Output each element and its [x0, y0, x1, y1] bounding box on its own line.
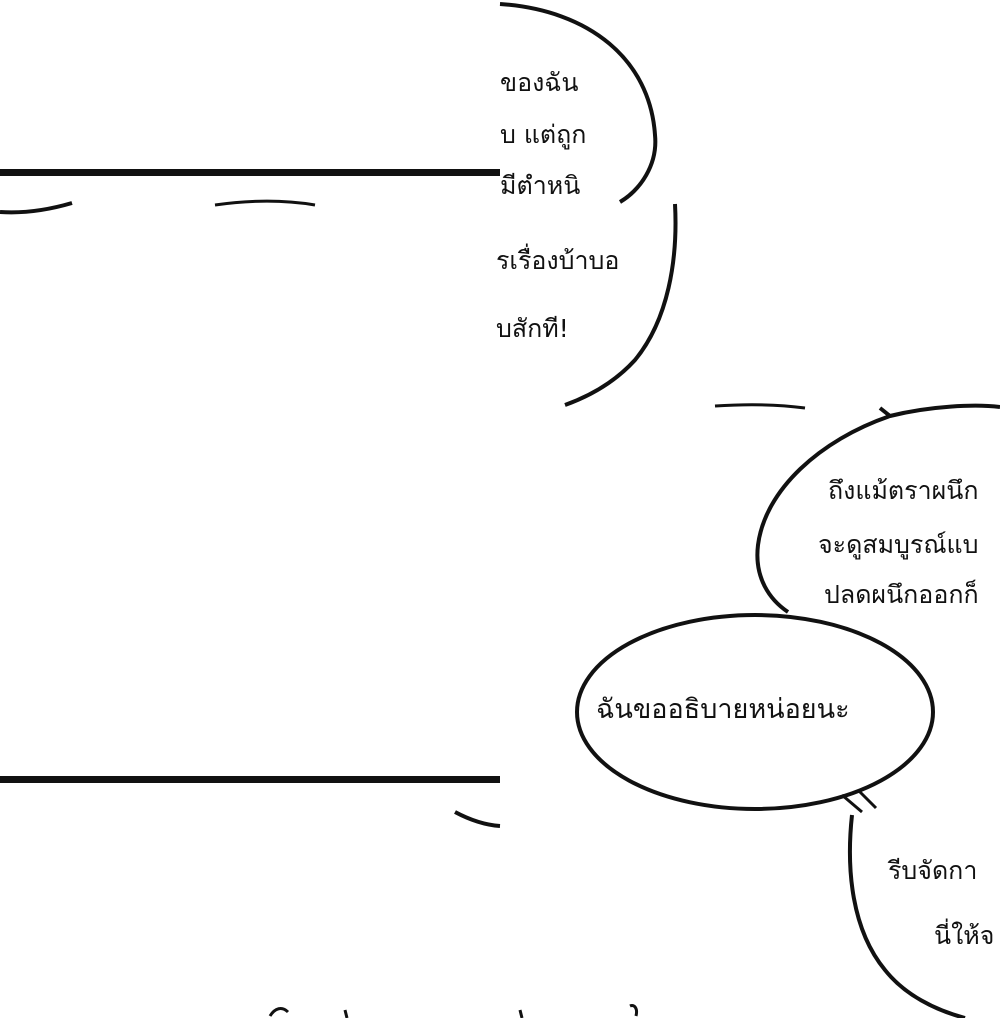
dialogue-line: มีตำหนิ [500, 171, 581, 200]
dialogue-line: ปลดผนึกออกก็ [824, 580, 979, 609]
dialogue-line: ถึงแม้ตราผนึก [828, 476, 979, 505]
dialogue-line: รีบจัดกา [888, 856, 978, 885]
speech-bubble-outline-right-lower [847, 814, 966, 1018]
dialogue-line: บ แต่ถูก [500, 120, 587, 149]
panel-border-top [0, 169, 500, 176]
speech-bubble-outline-top [499, 2, 658, 204]
speech-bubble-outline-mid [564, 203, 678, 407]
dialogue-line: จะดูสมบูรณ์แบ [818, 530, 979, 559]
dialogue-line: นี่ให้จ [934, 921, 995, 950]
bubble-fragment-bottom [454, 810, 501, 828]
bubble-fragment-mid [214, 199, 316, 207]
dialogue-line: ของฉัน [500, 68, 579, 97]
bubble-fragment-left [0, 201, 73, 215]
dialogue-line: รเรื่องบ้าบอ [496, 246, 620, 275]
text-fragment-bottom [268, 1004, 638, 1018]
dialogue-line-center: ฉันขออธิบายหน่อยนะ [596, 694, 850, 725]
dialogue-line: บสักที! [496, 314, 569, 343]
bubble-tail-lower [841, 788, 878, 814]
bubble-fragment-top-edge [714, 403, 806, 410]
speech-bubble-outline-right-upper [755, 403, 1000, 614]
panel-border-bottom [0, 776, 500, 783]
speech-bubble-outline-center [575, 613, 935, 811]
